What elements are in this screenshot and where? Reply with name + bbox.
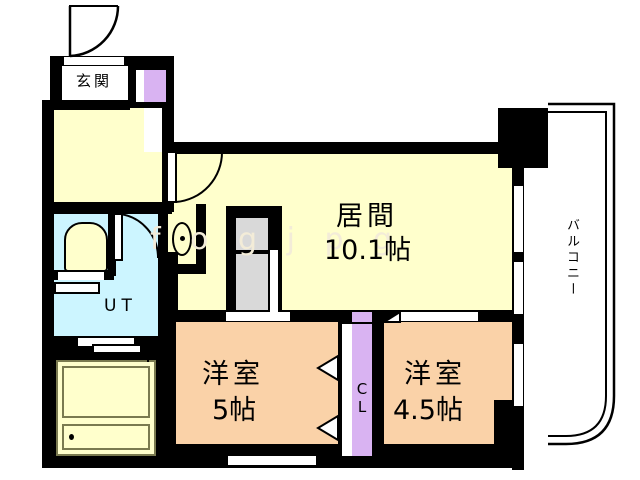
closet-cl-door-track[interactable] — [342, 324, 351, 456]
watermark: f o g j p g — [150, 222, 403, 257]
annotation-balcony: バルコニー — [564, 218, 579, 298]
door-entrance-threshold[interactable] — [64, 57, 124, 65]
shoe-closet — [144, 70, 166, 102]
annotation-cl-text: CL — [353, 380, 371, 416]
room-area-bedroom-b: 4.5帖 — [393, 395, 463, 426]
room-area-living: 10.1帖 — [324, 235, 412, 266]
toilet-bowl-center-dot — [180, 236, 185, 241]
door-ut-opening[interactable] — [78, 338, 134, 346]
storage-unit-upper-panel — [62, 366, 150, 418]
wall-living-top — [162, 142, 510, 154]
door-bath-opening[interactable] — [58, 272, 104, 280]
door-living-to-bedroom-b[interactable] — [400, 312, 478, 321]
wall-hall-living-divider — [162, 152, 174, 212]
closet-cl-fill — [352, 324, 372, 456]
door-living-to-bedroom-a[interactable] — [226, 312, 290, 321]
window-bedroom-b-right — [514, 344, 523, 406]
wall-toilet-right — [196, 204, 206, 274]
annotation-ut: UT — [104, 296, 137, 316]
window-living-right-lower — [514, 262, 523, 314]
kitchen-side-gap — [270, 250, 278, 312]
room-area-bedroom-a: 5帖 — [212, 395, 257, 426]
kitchen-unit-lower — [234, 252, 270, 312]
wall-hall-bottom — [42, 202, 172, 214]
bedroom-a-floor — [172, 322, 338, 458]
storage-unit-lower-panel — [62, 424, 150, 450]
window-bedroom-a-bottom — [228, 456, 316, 465]
vanity-counter — [54, 282, 100, 294]
wall-bedroom-b-right-notch — [494, 400, 524, 458]
wall-hall-top — [54, 100, 130, 110]
room-label-bedroom-a: 洋室 — [202, 359, 264, 390]
kitchen-unit-upper — [234, 216, 270, 252]
wall-entrance-left — [50, 64, 62, 108]
bathtub — [64, 222, 108, 272]
storage-unit-handle — [69, 434, 74, 440]
bedroom-b-floor — [382, 322, 512, 458]
room-label-bedroom-b: 洋室 — [404, 359, 466, 390]
wall-bath-right — [108, 214, 116, 276]
wall-living-top-right-block — [498, 108, 548, 168]
wall-hall-stub — [162, 252, 178, 322]
closet-cl-upper — [352, 312, 372, 322]
wall-bedroom-a-left — [164, 322, 176, 468]
room-label-entrance: 玄関 — [76, 72, 113, 90]
room-label-living: 居間 — [336, 201, 398, 232]
wall-toilet-left — [158, 204, 168, 274]
window-living-right-upper — [514, 186, 523, 252]
shoe-closet-door[interactable] — [136, 70, 144, 102]
storage-top-rail — [92, 344, 142, 354]
wall-closet-right — [372, 322, 384, 468]
annotation-cl: CL — [353, 380, 371, 416]
wall-toilet-bottom — [158, 264, 206, 274]
